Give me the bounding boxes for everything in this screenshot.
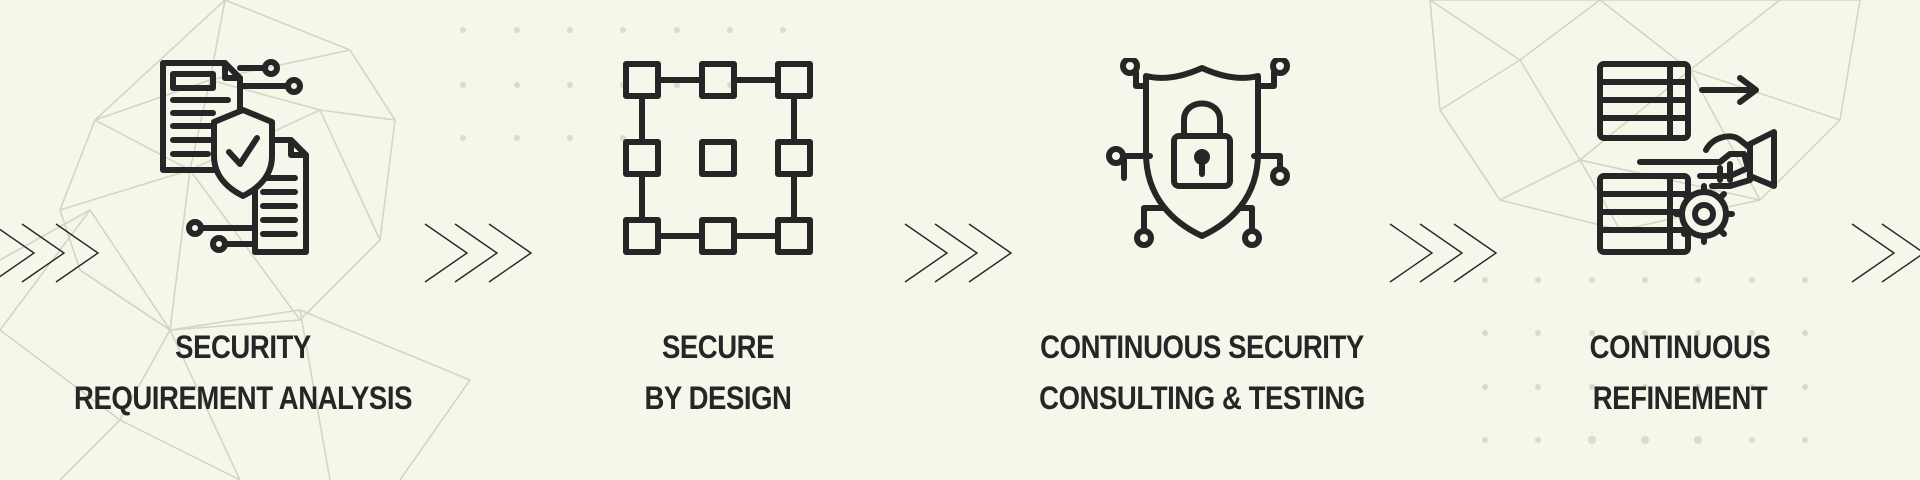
- step-label-line1: SECURITY: [175, 329, 311, 365]
- step-label-line1: SECURE: [661, 329, 775, 365]
- step-label-line2: BY DESIGN: [644, 380, 792, 416]
- step-secure-by-design: SECURE BY DESIGN: [508, 0, 928, 480]
- chevron-separator-icon: [1851, 223, 1920, 283]
- step-label-line1: CONTINUOUS: [1589, 329, 1771, 365]
- shield-lock-circuit-icon: [1106, 58, 1290, 248]
- step-label-line2: REQUIREMENT ANALYSIS: [73, 380, 412, 416]
- step-label-line1: CONTINUOUS SECURITY: [1040, 329, 1364, 365]
- step-continuous-security-consulting-testing: CONTINUOUS SECURITY CONSULTING & TESTING: [992, 0, 1412, 480]
- step-label-line2: REFINEMENT: [1592, 380, 1768, 416]
- table-gear-hand-icon: [1597, 61, 1777, 255]
- chevron-separator-icon: [424, 223, 533, 283]
- dot-grid-top: [460, 27, 786, 141]
- chevron-separator-icon: [904, 223, 1013, 283]
- step-continuous-refinement: CONTINUOUS REFINEMENT: [1470, 0, 1890, 480]
- step-label: SECURITY REQUIREMENT ANALYSIS: [62, 322, 423, 424]
- grid-squares-icon: [623, 61, 813, 255]
- document-shield-check-icon: [160, 59, 309, 255]
- step-label: CONTINUOUS REFINEMENT: [1499, 322, 1860, 424]
- step-label-line2: CONSULTING & TESTING: [1039, 380, 1365, 416]
- step-label: CONTINUOUS SECURITY CONSULTING & TESTING: [1021, 322, 1382, 424]
- chevron-separator-icon: [0, 223, 100, 283]
- step-security-requirement-analysis: SECURITY REQUIREMENT ANALYSIS: [33, 0, 453, 480]
- chevron-separator-icon: [1389, 223, 1498, 283]
- dot-grid-bottom: [1482, 277, 1808, 444]
- step-label: SECURE BY DESIGN: [537, 322, 898, 424]
